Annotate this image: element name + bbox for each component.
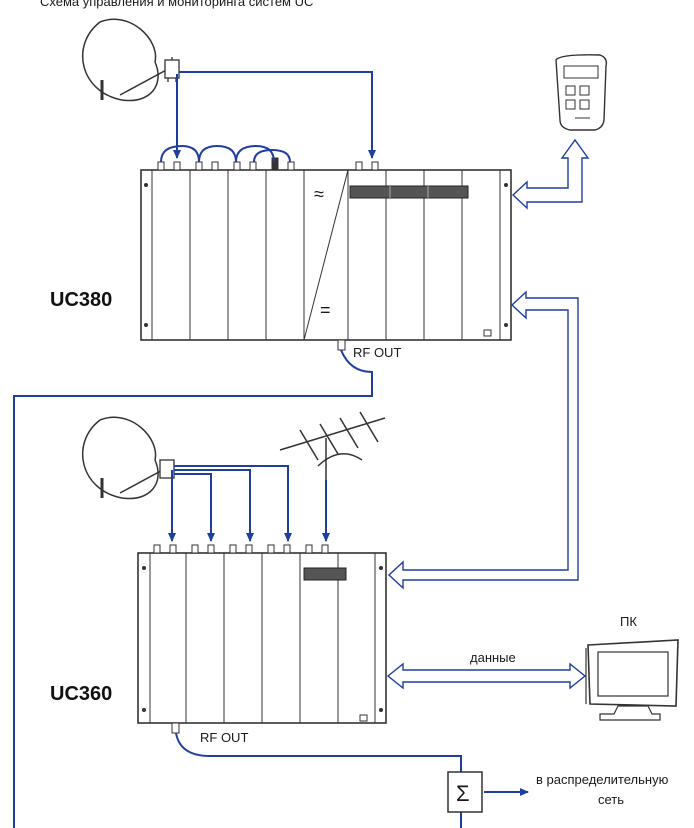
- pc-label: ПК: [620, 614, 637, 629]
- uc380-model-label: UC380: [50, 289, 112, 311]
- rf-out-top-label: RF OUT: [353, 345, 401, 360]
- summing-block: [447, 771, 483, 813]
- uc360-model-label: UC360: [50, 683, 112, 705]
- satellite-dish-bottom: [82, 416, 175, 500]
- terrestrial-antenna: [279, 411, 386, 540]
- data-label: данные: [470, 650, 516, 665]
- header-text: Схема управления и мониторинга систем UC: [40, 0, 313, 9]
- remote-control: [555, 54, 608, 131]
- pc-monitor: [585, 639, 679, 721]
- distribution-label-line2: сеть: [598, 792, 624, 807]
- uc380-unit: [140, 157, 512, 351]
- uc360-unit: [137, 544, 387, 734]
- dc-symbol: =: [320, 300, 331, 320]
- rf-out-bottom-label: RF OUT: [200, 730, 248, 745]
- satellite-dish-top: [82, 18, 180, 102]
- distribution-label-line1: в распределительную: [536, 772, 669, 787]
- control-bus: [386, 138, 590, 690]
- ac-symbol: ≈: [314, 184, 324, 204]
- cables: [13, 71, 529, 828]
- sum-symbol: Σ: [456, 781, 470, 806]
